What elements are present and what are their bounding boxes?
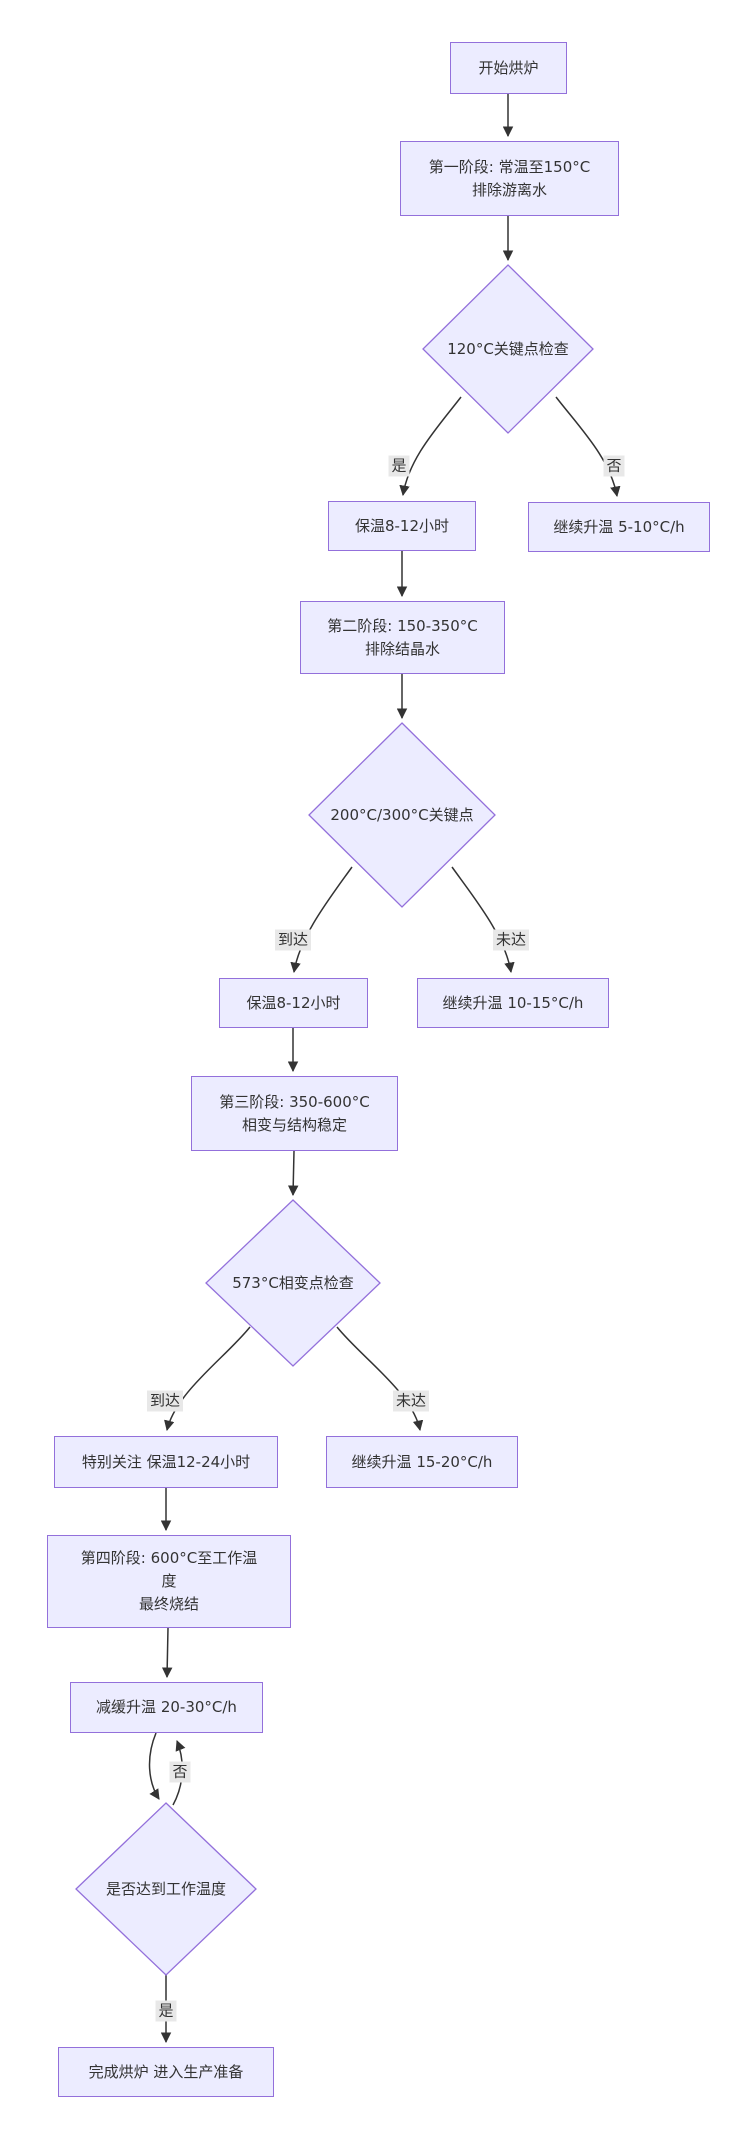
edge-label-no-1: 否 xyxy=(603,455,625,477)
node-complete: 完成烘炉 进入生产准备 xyxy=(58,2047,274,2097)
node-done-label: 完成烘炉 进入生产准备 xyxy=(88,2062,244,2081)
node-stage4: 第四阶段: 600°C至工作温 度 最终烧结 xyxy=(47,1535,291,1628)
edge-check200300-reach xyxy=(290,866,353,974)
node-stage4-line3: 最终烧结 xyxy=(138,1595,199,1613)
edge-check120-no xyxy=(555,396,621,498)
node-stage2: 第二阶段: 150-350°C 排除结晶水 xyxy=(300,601,505,674)
edge-label-reach-2: 到达 xyxy=(274,929,312,951)
edge-label-notreach-2: 未达 xyxy=(492,929,530,951)
node-stage4-line2: 度 xyxy=(161,1572,177,1590)
node-stage3-line2: 相变与结构稳定 xyxy=(241,1115,347,1134)
node-hold-8-12h-2: 保温8-12小时 xyxy=(219,978,368,1028)
decision-check-573c-label: 573°C相变点检查 xyxy=(232,1274,354,1292)
decision-shape-check-573c xyxy=(205,1199,381,1367)
edge-check120-yes xyxy=(399,396,462,497)
edge-check573-notreach xyxy=(336,1326,424,1432)
decision-shape-check-120c xyxy=(422,264,594,434)
node-continue1-label: 继续升温 5-10°C/h xyxy=(553,517,685,536)
node-stage1-line2: 排除游离水 xyxy=(471,180,547,199)
edge-slow-to-checkwork xyxy=(148,1732,160,1800)
node-hold2-label: 保温8-12小时 xyxy=(246,993,341,1012)
node-continue-5-10: 继续升温 5-10°C/h xyxy=(528,502,710,552)
node-stage1: 第一阶段: 常温至150°C 排除游离水 xyxy=(400,141,619,216)
node-hold-12-24h: 特别关注 保温12-24小时 xyxy=(54,1436,278,1488)
node-continue-10-15: 继续升温 10-15°C/h xyxy=(417,978,609,1028)
node-start-label: 开始烘炉 xyxy=(478,58,539,77)
node-continue-15-20: 继续升温 15-20°C/h xyxy=(326,1436,518,1488)
node-slow-ramp: 减缓升温 20-30°C/h xyxy=(70,1682,263,1733)
node-stage3-line1: 第三阶段: 350-600°C xyxy=(219,1092,370,1111)
edge-label-notreach-3: 未达 xyxy=(392,1390,430,1412)
node-start: 开始烘炉 xyxy=(450,42,567,94)
edge-label-reach-3: 到达 xyxy=(146,1390,184,1412)
decision-check-200-300c-label: 200°C/300°C关键点 xyxy=(330,806,474,824)
node-stage2-line1: 第二阶段: 150-350°C xyxy=(327,616,478,635)
decision-work-temp-label: 是否达到工作温度 xyxy=(105,1880,227,1898)
edge-stage4-to-slow xyxy=(161,1627,173,1679)
node-hold1-label: 保温8-12小时 xyxy=(354,516,450,535)
node-stage2-line2: 排除结晶水 xyxy=(364,639,440,658)
decision-check-120c-label: 120°C关键点检查 xyxy=(447,340,569,358)
node-hold-8-12h-1: 保温8-12小时 xyxy=(328,501,476,551)
node-stage3: 第三阶段: 350-600°C 相变与结构稳定 xyxy=(191,1076,398,1151)
edge-check573-reach xyxy=(164,1326,251,1432)
node-stage1-line1: 第一阶段: 常温至150°C xyxy=(428,157,591,176)
edge-stage3-to-check573 xyxy=(287,1150,299,1197)
node-continue3-label: 继续升温 15-20°C/h xyxy=(351,1452,493,1471)
edge-label-yes-1: 是 xyxy=(388,455,410,477)
node-hold3-label: 特别关注 保温12-24小时 xyxy=(81,1452,251,1471)
node-continue2-label: 继续升温 10-15°C/h xyxy=(442,993,584,1012)
edge-label-loop-no: 否 xyxy=(169,1761,191,1783)
edge-check200300-notreach xyxy=(451,866,515,974)
edge-label-final-yes: 是 xyxy=(155,2000,177,2022)
node-stage4-line1: 第四阶段: 600°C至工作温 xyxy=(80,1549,258,1567)
decision-shape-check-200-300c xyxy=(308,722,496,908)
decision-shape-work-temp xyxy=(75,1802,257,1976)
node-slow-label: 减缓升温 20-30°C/h xyxy=(96,1698,237,1716)
